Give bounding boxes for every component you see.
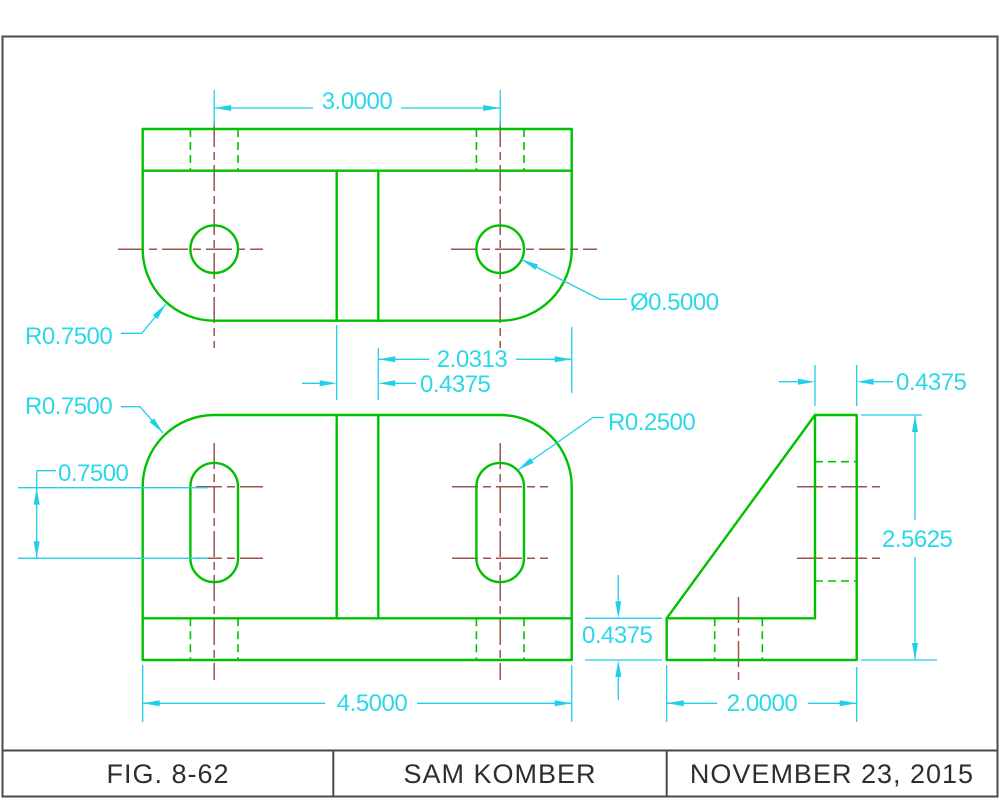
dimension-hole-spacing: 3.0000 bbox=[213, 88, 501, 126]
dimension-base-thickness: 0.4375 bbox=[582, 575, 662, 700]
top-view-hidden-slot-edges bbox=[189, 129, 525, 171]
arrow-icon bbox=[319, 380, 337, 387]
arrow-icon bbox=[798, 378, 815, 385]
drawn-by: SAM KOMBER bbox=[403, 759, 596, 789]
arrow-icon bbox=[483, 105, 501, 111]
arrow-icon bbox=[615, 601, 622, 619]
side-view bbox=[665, 413, 882, 682]
dim-lines bbox=[585, 575, 662, 700]
arrow-icon bbox=[554, 700, 572, 707]
arrow-icon bbox=[378, 380, 396, 387]
front-view bbox=[141, 413, 573, 680]
top-view bbox=[118, 121, 597, 348]
leader-line bbox=[521, 258, 627, 300]
dimension-hole-diameter: Ø0.5000 bbox=[521, 258, 719, 316]
dim-text-base-depth: 2.0000 bbox=[727, 690, 798, 717]
page-border: FIG. 8-62 SAM KOMBER NOVEMBER 23, 2015 bbox=[1, 35, 999, 798]
dimension-rib-to-edge: 2.0313 bbox=[378, 327, 573, 393]
dim-lines bbox=[666, 665, 858, 722]
front-view-hidden-slot-edges bbox=[189, 618, 525, 660]
side-view-hidden-hole-edges bbox=[713, 618, 764, 660]
leader-line bbox=[121, 406, 164, 434]
arrow-icon bbox=[33, 541, 40, 559]
dim-lines bbox=[861, 414, 937, 661]
dim-text-overall-height: 2.5625 bbox=[882, 526, 953, 553]
side-view-slot-centerlines bbox=[797, 485, 882, 560]
centerline-horizontal-right-slot bbox=[452, 485, 548, 560]
dim-text-rib-width: 0.4375 bbox=[420, 371, 491, 398]
front-view-outline bbox=[141, 413, 573, 662]
date: NOVEMBER 23, 2015 bbox=[690, 759, 974, 789]
front-view-right-slot bbox=[475, 461, 526, 584]
dim-text-rib-to-edge: 2.0313 bbox=[437, 346, 508, 373]
dim-text-corner-radius-front: R0.7500 bbox=[25, 393, 112, 420]
dim-text-slot-center-spacing: 0.7500 bbox=[58, 460, 129, 487]
arrow-icon bbox=[615, 660, 622, 677]
arrow-icon bbox=[856, 378, 874, 385]
top-view-outline bbox=[141, 127, 573, 322]
centerline-horizontal-left-slot bbox=[196, 485, 263, 560]
dim-text-corner-radius-top: R0.7500 bbox=[25, 323, 112, 350]
dimension-slot-radius: R0.2500 bbox=[517, 409, 696, 471]
dimension-slot-center-spacing: 0.7500 bbox=[18, 460, 208, 559]
arrow-icon bbox=[912, 643, 918, 660]
arrow-icon bbox=[214, 105, 232, 111]
top-view-left-hole bbox=[189, 224, 240, 275]
arrow-icon bbox=[554, 356, 572, 363]
dim-lines bbox=[302, 325, 416, 400]
dimension-corner-radius-front-view: R0.7500 bbox=[25, 393, 164, 434]
side-view-hidden-slot-edges bbox=[815, 460, 857, 582]
arrow-icon bbox=[666, 700, 684, 707]
dimension-overall-height: 2.5625 bbox=[861, 414, 953, 661]
dim-lines bbox=[142, 665, 573, 722]
dimension-rib-width: 0.4375 bbox=[302, 325, 491, 400]
arrow-icon bbox=[152, 304, 166, 319]
dimension-corner-radius-top-view: R0.7500 bbox=[25, 303, 167, 350]
top-view-right-hole bbox=[475, 224, 526, 275]
dim-lines bbox=[779, 365, 893, 406]
dim-text-overall-width: 4.5000 bbox=[337, 690, 408, 717]
dim-text-base-thickness: 0.4375 bbox=[582, 622, 653, 649]
dim-text-hole-diameter: Ø0.5000 bbox=[630, 289, 719, 316]
dimension-base-depth: 2.0000 bbox=[666, 665, 858, 722]
dimension-wall-thickness: 0.4375 bbox=[779, 365, 967, 406]
arrow-icon bbox=[912, 415, 918, 432]
dim-text-hole-spacing: 3.0000 bbox=[322, 88, 393, 115]
leader-line bbox=[121, 303, 167, 334]
dim-lines bbox=[18, 470, 208, 559]
arrow-icon bbox=[149, 418, 163, 433]
arrow-icon bbox=[33, 487, 40, 505]
front-view-left-slot bbox=[189, 461, 240, 584]
arrow-icon bbox=[378, 356, 396, 363]
dim-text-wall-thickness: 0.4375 bbox=[896, 369, 967, 396]
dim-text-slot-radius: R0.2500 bbox=[608, 409, 695, 436]
arrow-icon bbox=[518, 457, 534, 470]
arrow-icon bbox=[142, 700, 160, 707]
dimension-overall-width: 4.5000 bbox=[142, 665, 573, 722]
border-rect bbox=[1, 35, 999, 798]
arrow-icon bbox=[521, 259, 539, 270]
arrow-icon bbox=[839, 700, 857, 707]
leader-line bbox=[517, 416, 604, 471]
figure-number: FIG. 8-62 bbox=[106, 759, 229, 789]
